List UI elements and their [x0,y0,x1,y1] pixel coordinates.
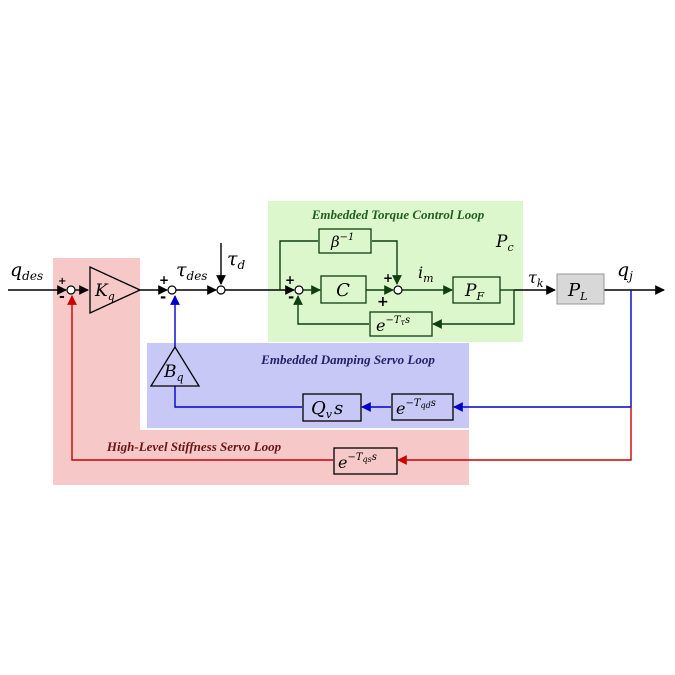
beta-inverse-block [318,228,372,254]
sum4-minus-sign: - [288,288,294,306]
torque-loop-title: Embedded Torque Control Loop [311,207,485,222]
feedforward-path [279,240,318,290]
stiffness-delay-block [333,447,398,475]
pl-label: PL [567,280,587,303]
controller-label: C [336,280,350,301]
controller-block [320,275,367,304]
sum-junction-1 [66,285,76,295]
i-m-label: im [418,263,434,285]
damping-delay-block [391,393,454,421]
stiffness-loop-title: High-Level Stiffness Servo Loop [106,439,282,454]
forward-path [8,243,665,295]
beta-to-sum5-path [372,240,402,285]
sum5-plus-bottom-sign: + [377,294,389,310]
pf-label: PF [464,281,484,303]
sum1-plus-sign: + [58,276,66,287]
tau-d-label: τd [227,248,246,272]
kq-gain-block [89,265,142,315]
sum-junction-2 [167,285,177,295]
delay-to-sum4-path [293,295,369,325]
sum2-plus-sign: + [159,273,169,287]
stiffness-delay-label: e−Tqss [338,452,377,472]
torque-loop-lines [279,240,515,329]
sum-junction-3 [216,285,226,295]
q-j-label: qj [617,259,633,283]
q-des-label: qdes [10,259,43,283]
torque-delay-label: e−Tτs [376,315,410,335]
summing-junctions [66,285,403,295]
pf-block [452,276,501,304]
delay-to-sum1-path [67,295,333,461]
tau-k-label: τk [528,268,544,290]
sum5-plus-top-sign: + [383,271,393,285]
tau-des-label: τdes [176,259,207,283]
kq-label: Kq [94,281,115,303]
sum4-plus-sign: + [285,273,295,287]
sum-junction-4 [294,285,304,295]
torque-loop-region [268,201,523,342]
damping-loop-title: Embedded Damping Servo Loop [260,352,435,367]
qv-to-bq-path [174,386,302,408]
bq-gain-block [149,345,201,387]
bq-label: Bq [163,362,184,384]
torque-feedback-path [432,290,515,329]
sum2-minus-sign: - [160,288,166,306]
stiffness-loop-lines [67,295,632,465]
qv-block [302,393,362,422]
damping-delay-label: e−Tqds [396,398,436,418]
torque-loop-label: Pc [495,232,514,254]
damping-loop-region [147,343,469,428]
stiffness-feedback-path [397,407,632,465]
pl-plant-block [556,273,605,305]
beta-inverse-label: β−1 [330,232,354,251]
sum1-minus-sign: - [59,289,65,305]
sum-junction-5 [393,285,403,295]
torque-delay-block [369,311,433,337]
